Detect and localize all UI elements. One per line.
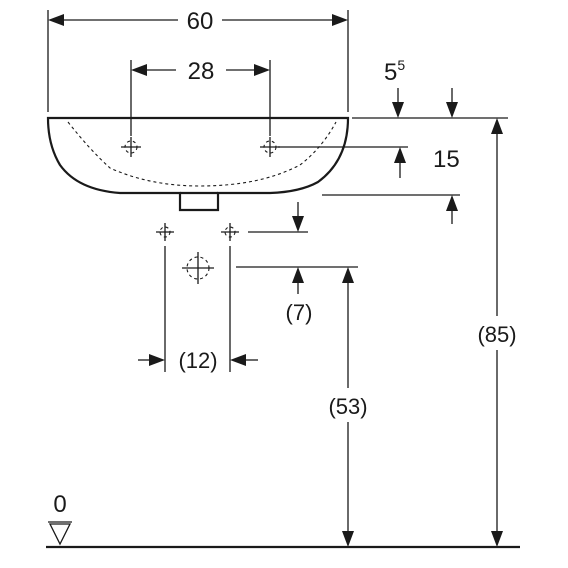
label-total-width: 60 — [187, 8, 214, 35]
dimension-tap-spacing: 28 — [130, 58, 271, 136]
label-floor-level: 0 — [53, 491, 66, 518]
dimension-supply-arrow — [292, 202, 304, 232]
label-tap-spacing: 28 — [188, 58, 215, 85]
dimension-drain-height: (53) — [328, 267, 368, 547]
label-supply-spacing: (12) — [178, 348, 217, 373]
dimension-supply-spacing: (12) — [138, 246, 258, 373]
dimension-outlet-bottom — [446, 195, 458, 224]
supply-right-crosshair-icon — [221, 223, 239, 241]
floor-level-triangle-icon — [48, 521, 72, 546]
dimension-rim-thickness: 55 — [384, 57, 458, 118]
dimension-rim-height: (85) — [477, 118, 517, 547]
basin-outline — [46, 116, 350, 212]
label-drain-height: (53) — [328, 394, 367, 419]
tap-hole-right-crosshair-icon — [260, 137, 280, 157]
label-outlet-height: (7) — [286, 300, 313, 325]
dimension-bowl-height: 15 — [278, 146, 460, 178]
supply-left-crosshair-icon — [156, 223, 174, 241]
tap-hole-left-crosshair-icon — [121, 137, 141, 157]
drain-dashed-circle-crosshair-icon — [182, 252, 214, 284]
label-rim-height: (85) — [477, 322, 516, 347]
dimension-total-width: 60 — [47, 8, 349, 112]
label-rim-thickness: 55 — [384, 57, 405, 86]
label-bowl-height: 15 — [433, 146, 460, 173]
dimension-outlet-height: (7) — [286, 267, 313, 325]
basin-inner-bowl-dashed — [67, 121, 337, 187]
